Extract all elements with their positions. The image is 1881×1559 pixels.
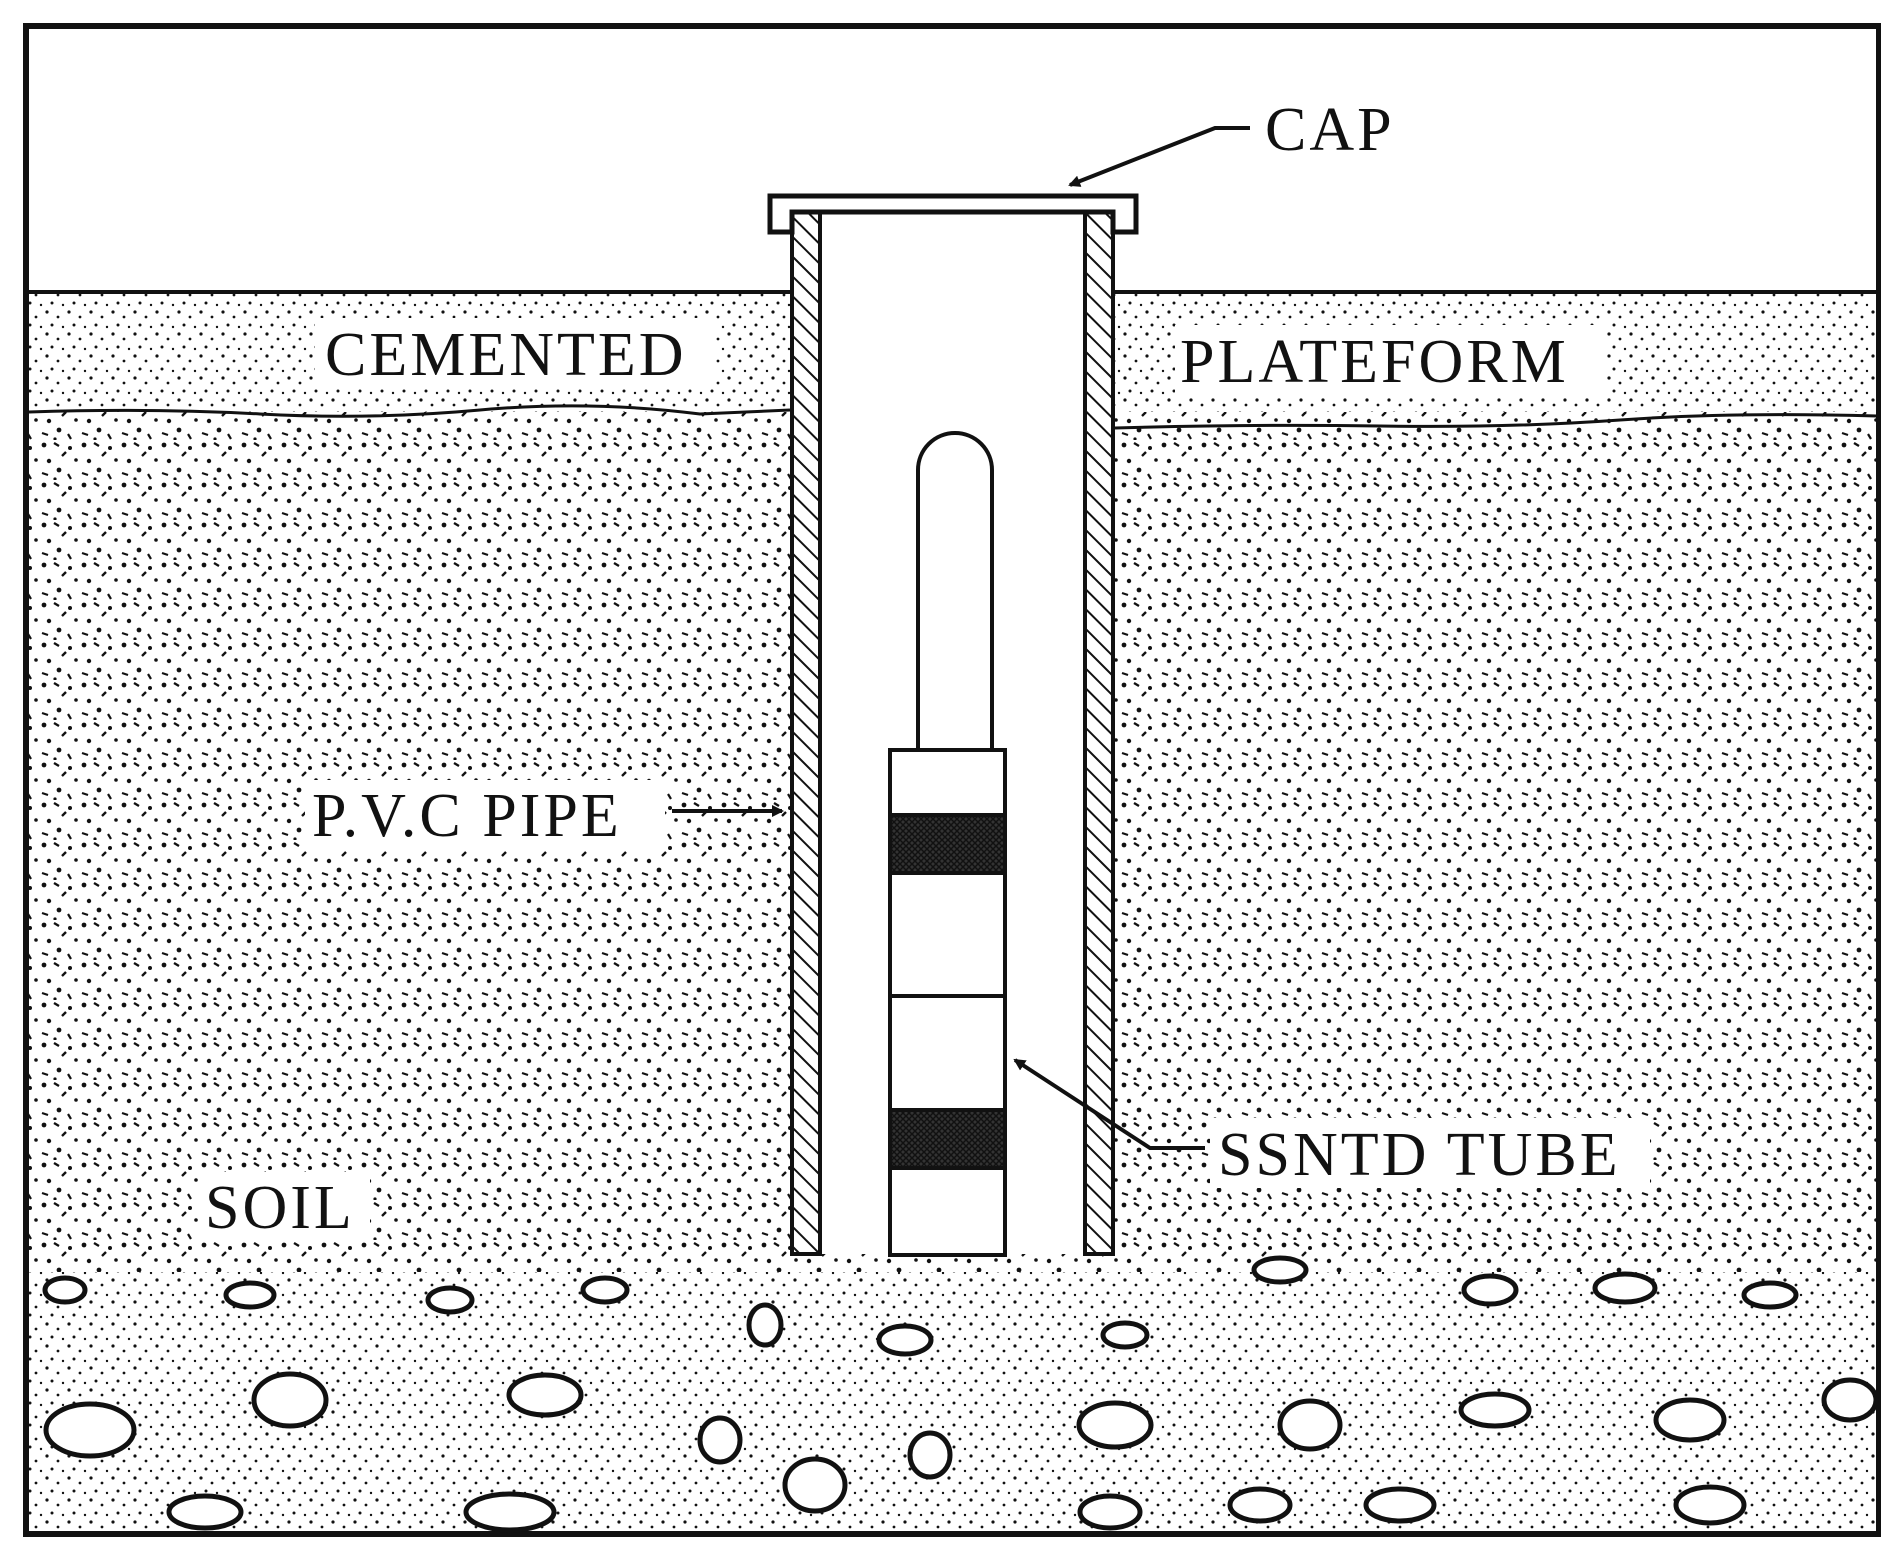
label-cemented: CEMENTED	[325, 321, 687, 389]
pvc-pipe-right-wall	[1083, 210, 1115, 1256]
label-cap: CAP	[1265, 96, 1395, 164]
pipe-cap	[767, 193, 1139, 235]
leader-lines	[672, 126, 1250, 1150]
label-plateform: PLATEFORM	[1180, 328, 1569, 396]
label-ssntd-tube: SSNTD TUBE	[1218, 1121, 1621, 1189]
labels: CAP CEMENTED PLATEFORM P.V.C PIPE SSNTD …	[200, 92, 1650, 1242]
tube-upper-cylinder	[916, 431, 994, 750]
tube-dark-band-lower	[888, 1108, 1007, 1170]
gravel-layer	[29, 1255, 1879, 1533]
pvc-pipe	[790, 210, 1115, 1256]
ssntd-tube	[888, 431, 1007, 1257]
tube-dark-band-upper	[888, 813, 1007, 875]
pvc-pipe-left-wall	[790, 210, 822, 1256]
label-soil: SOIL	[205, 1174, 355, 1242]
ssntd-tube-arrow	[1013, 1058, 1205, 1150]
cap-arrow	[1068, 126, 1250, 187]
label-pvc-pipe: P.V.C PIPE	[312, 782, 622, 850]
